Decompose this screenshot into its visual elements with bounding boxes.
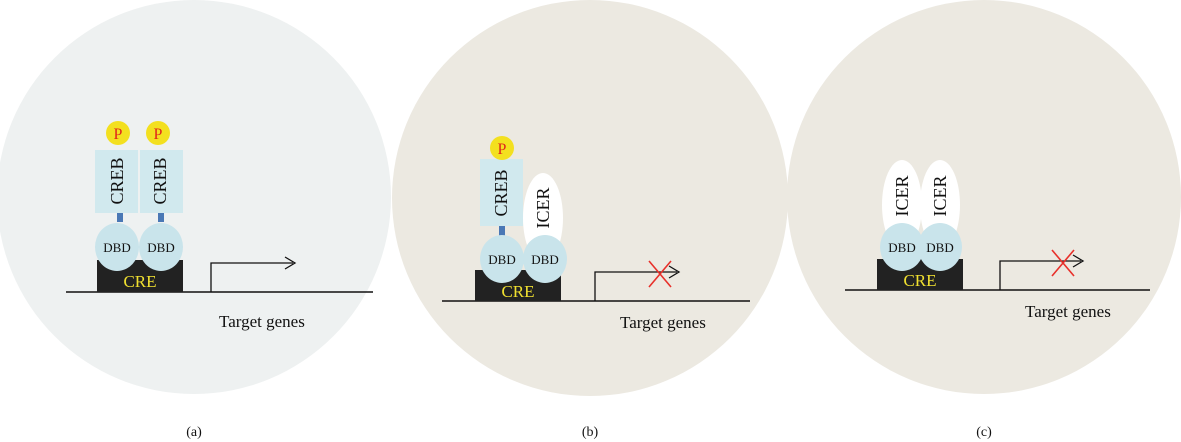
dbd-label: DBD (103, 240, 130, 255)
creb-label: CREB (107, 157, 127, 204)
cre-label: CRE (123, 272, 156, 291)
arrow-head (1072, 254, 1085, 268)
target-genes-label: Target genes (1025, 302, 1111, 321)
phospho-label: P (498, 141, 507, 158)
icer-label: ICER (533, 187, 553, 228)
cre-label: CRE (501, 282, 534, 301)
arrow-head (668, 265, 681, 279)
dbd-domain (480, 235, 524, 283)
dbd-label: DBD (147, 240, 174, 255)
creb-box (140, 150, 183, 213)
target-genes-label: Target genes (219, 312, 305, 331)
creb-label: CREB (491, 169, 511, 216)
transcription-arrow (210, 262, 293, 292)
creb-label: CREB (150, 157, 170, 204)
transcription-arrow (999, 260, 1081, 290)
panel-a: CRE CREB P DBD CREB P DBD Target genes (… (0, 0, 391, 440)
phospho-label: P (154, 126, 163, 143)
cre-label: CRE (903, 271, 936, 290)
dbd-domain (139, 223, 183, 271)
icer-protein: ICER DBD (918, 160, 962, 271)
phospho-label: P (114, 126, 123, 143)
phospho-group (490, 136, 514, 160)
creb-protein: CREB P DBD (139, 121, 183, 271)
icer-label: ICER (892, 175, 912, 216)
phospho-group (106, 121, 130, 145)
panel-caption: (c) (976, 425, 992, 440)
phospho-group (146, 121, 170, 145)
block-x-mark (1051, 249, 1075, 277)
linker (499, 226, 505, 236)
icer-protein: ICER DBD (880, 160, 924, 271)
dbd-domain (95, 223, 139, 271)
creb-box (480, 159, 523, 226)
target-genes-label: Target genes (620, 313, 706, 332)
panel-a-background (0, 0, 391, 394)
dbd-domain (880, 223, 924, 271)
dbd-label: DBD (488, 252, 515, 267)
creb-protein: CREB P DBD (95, 121, 139, 271)
linker (158, 213, 164, 222)
icer-label: ICER (930, 175, 950, 216)
dbd-domain (523, 235, 567, 283)
panel-caption: (a) (186, 425, 202, 440)
panel-b-background (392, 0, 788, 396)
block-x-mark (648, 260, 672, 288)
panel-c: CRE ICER DBD ICER DBD Target genes (c) (787, 0, 1181, 440)
panel-b: CRE CREB P DBD ICER DBD Target genes (b) (392, 0, 788, 440)
dbd-label: DBD (888, 240, 915, 255)
creb-box (95, 150, 138, 213)
icer-protein: ICER DBD (523, 173, 567, 283)
linker (117, 213, 123, 222)
creb-protein: CREB P DBD (480, 136, 524, 283)
transcription-arrow (594, 271, 677, 301)
dbd-domain (918, 223, 962, 271)
panel-caption: (b) (582, 425, 599, 440)
dbd-label: DBD (926, 240, 953, 255)
dbd-label: DBD (531, 252, 558, 267)
arrow-head (284, 256, 297, 270)
panel-c-background (787, 0, 1181, 394)
